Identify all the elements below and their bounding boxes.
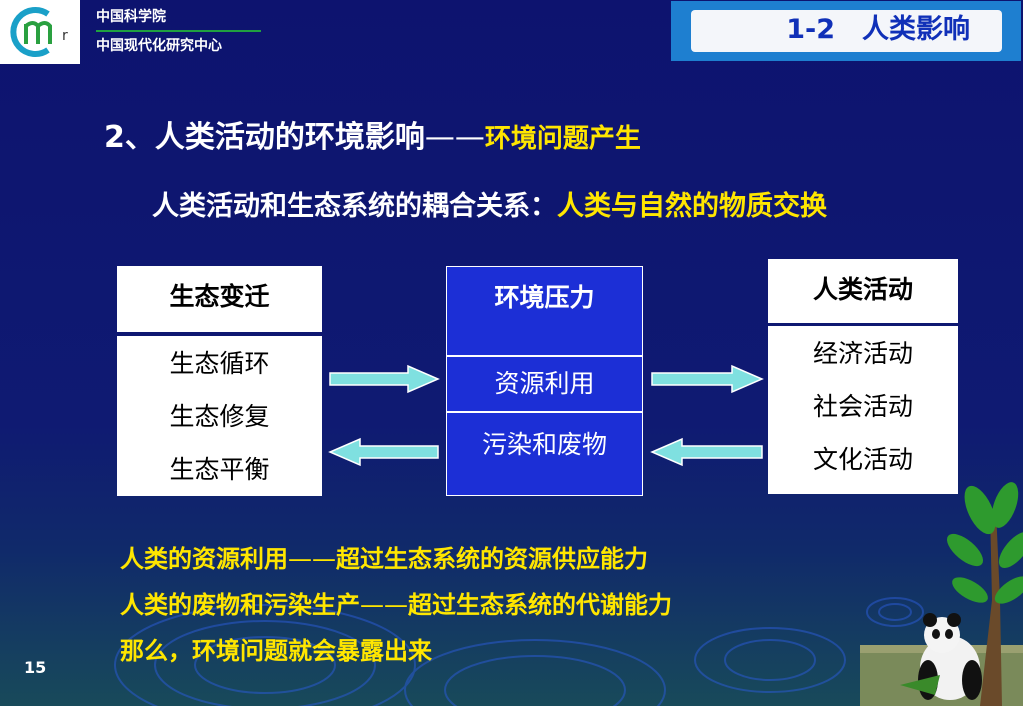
right-item-3: 文化活动 xyxy=(812,445,913,474)
left-arrow-icon xyxy=(328,437,439,467)
tree-panda-decoration xyxy=(860,482,1023,706)
subheading-main: 人类活动和生态系统的耦合关系： xyxy=(152,191,557,222)
left-item-2: 生态修复 xyxy=(169,402,270,431)
right-box-list: 经济活动 社会活动 文化活动 xyxy=(768,326,958,494)
right-box-title: 人类活动 xyxy=(768,259,958,323)
organization-names: 中国科学院 中国现代化研究中心 xyxy=(96,6,261,56)
middle-item-1-text: 资源利用 xyxy=(494,369,595,398)
line2-part-b: 超过生态系统的代谢能力 xyxy=(408,591,672,619)
heading-main: 2、人类活动的环境影响 xyxy=(104,120,425,155)
org-divider xyxy=(96,30,261,32)
right-arrow-icon-2 xyxy=(651,364,764,394)
heading-highlight: 环境问题产生 xyxy=(484,124,641,154)
line2-dash: —— xyxy=(360,591,408,619)
title-pill xyxy=(691,10,1002,52)
slide-title: 1-2 人类影响 xyxy=(786,14,970,45)
svg-text:r: r xyxy=(62,28,68,44)
org-name-cas: 中国科学院 xyxy=(96,9,166,25)
section-heading: 2、人类活动的环境影响——环境问题产生 xyxy=(104,112,641,156)
middle-item-2-text: 污染和废物 xyxy=(481,430,607,459)
page-number: 15 xyxy=(24,658,47,677)
line1-part-b: 超过生态系统的资源供应能力 xyxy=(336,545,648,573)
org-name-center: 中国现代化研究中心 xyxy=(96,38,222,54)
line1-part-a: 人类的资源利用 xyxy=(120,545,288,573)
middle-box-title: 环境压力 xyxy=(446,266,643,356)
middle-box-title-text: 环境压力 xyxy=(494,283,595,312)
conclusion-text: 人类的资源利用——超过生态系统的资源供应能力 人类的废物和污染生产——超过生态系… xyxy=(120,536,672,674)
right-item-1: 经济活动 xyxy=(812,339,913,368)
left-item-1: 生态循环 xyxy=(169,349,270,378)
logo: r xyxy=(0,0,80,64)
conclusion-line-2: 人类的废物和污染生产——超过生态系统的代谢能力 xyxy=(120,582,672,628)
left-item-3: 生态平衡 xyxy=(169,455,270,484)
middle-item-2: 污染和废物 xyxy=(446,412,643,496)
left-box-list: 生态循环 生态修复 生态平衡 xyxy=(117,336,322,496)
subheading-highlight: 人类与自然的物质交换 xyxy=(557,191,827,222)
left-box-title-text: 生态变迁 xyxy=(169,282,270,311)
subheading: 人类活动和生态系统的耦合关系：人类与自然的物质交换 xyxy=(152,184,827,223)
line1-dash: —— xyxy=(288,545,336,573)
middle-item-1: 资源利用 xyxy=(446,356,643,412)
left-box-title: 生态变迁 xyxy=(117,266,322,332)
right-arrow-icon xyxy=(329,364,440,394)
heading-dash: —— xyxy=(424,120,485,155)
left-arrow-icon-2 xyxy=(650,437,763,467)
line2-part-a: 人类的废物和污染生产 xyxy=(120,591,360,619)
cmr-logo-icon: r xyxy=(10,7,68,57)
conclusion-line-1: 人类的资源利用——超过生态系统的资源供应能力 xyxy=(120,536,672,582)
conclusion-line-3: 那么，环境问题就会暴露出来 xyxy=(120,637,432,665)
right-item-2: 社会活动 xyxy=(812,392,913,421)
right-box-title-text: 人类活动 xyxy=(812,275,913,304)
